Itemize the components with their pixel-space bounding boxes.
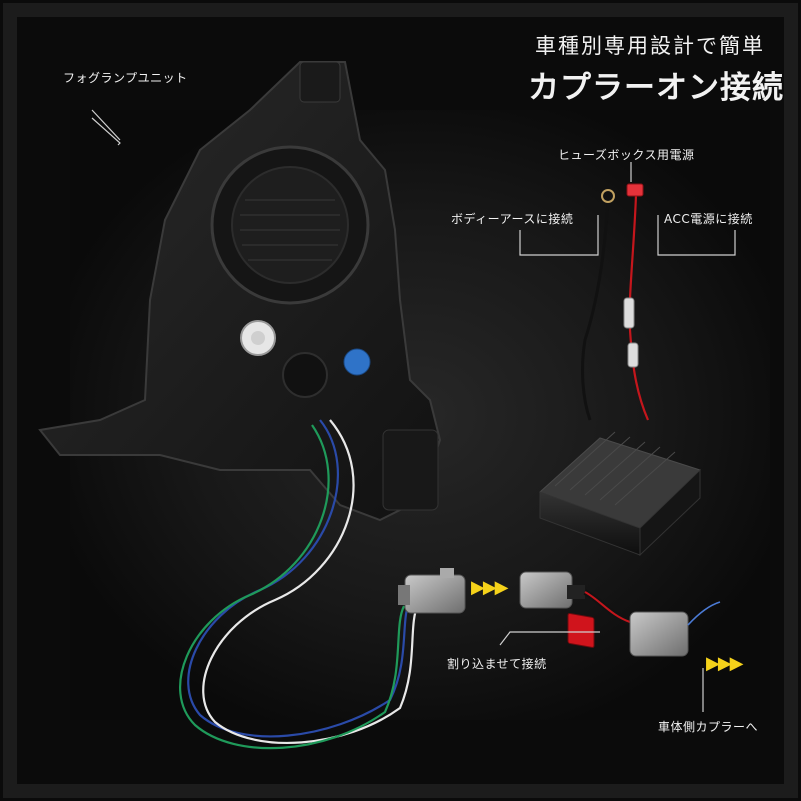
acc-power-label: ACC電源に接続 [664, 212, 753, 226]
control-box [539, 431, 701, 648]
fuse-power-label: ヒューズボックス用電源 [558, 148, 695, 162]
lamp-side-connector [398, 568, 466, 614]
fog-unit-label: フォグランプユニット [63, 71, 188, 85]
vehicle-coupler-label: 車体側カプラーへ [658, 720, 759, 734]
body-ground-label: ボディーアースに接続 [451, 212, 574, 226]
splice-harness [519, 571, 721, 657]
power-cables [581, 183, 650, 421]
headline-subtitle: 車種別専用設計で簡単 [535, 34, 765, 58]
headline-title: カプラーオン接続 [528, 70, 784, 106]
callout-lines [91, 109, 736, 712]
splice-connect-label: 割り込ませて接続 [447, 657, 547, 671]
fog-lamp-unit [38, 61, 442, 522]
arrow-right-icon: ▶▶▶ [471, 577, 509, 598]
lamp-wire-harness [179, 419, 420, 750]
arrow-right-icon: ▶▶▶ [706, 653, 744, 674]
